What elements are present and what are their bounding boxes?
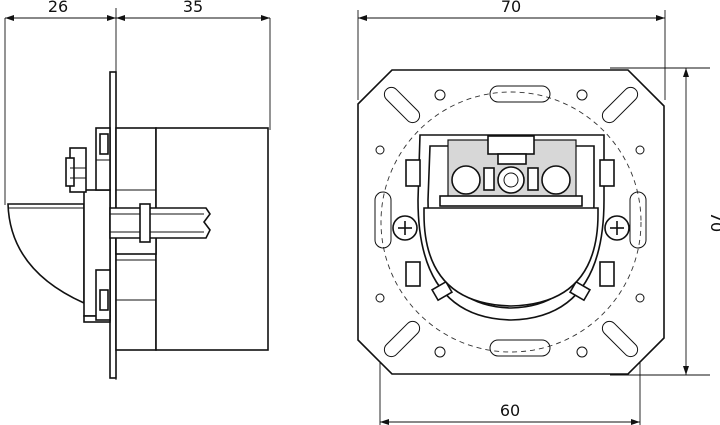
lens-window [423, 207, 599, 307]
dimension-label-35: 35 [183, 0, 203, 16]
dimension-label-70-top: 70 [501, 0, 521, 16]
dimension-35: 35 [116, 0, 271, 130]
screw-left [392, 215, 418, 241]
dimension-70-top: 70 [357, 0, 666, 100]
rear-housing [155, 127, 269, 351]
sensor-module [439, 135, 583, 207]
bolt-circle [380, 91, 642, 353]
mounting-slots [374, 85, 647, 358]
screw-right [604, 215, 630, 241]
dimension-label-26: 26 [48, 0, 68, 16]
dimension-label-60: 60 [500, 401, 520, 420]
shaft [109, 207, 211, 239]
side-view: 26 35 [4, 0, 271, 380]
lens-dome [7, 203, 85, 305]
dimension-70-right: 70 [610, 67, 720, 376]
front-view: 70 70 60 [357, 0, 720, 425]
dimension-label-70-right: 70 [707, 212, 720, 232]
sensor-eye [497, 166, 525, 194]
